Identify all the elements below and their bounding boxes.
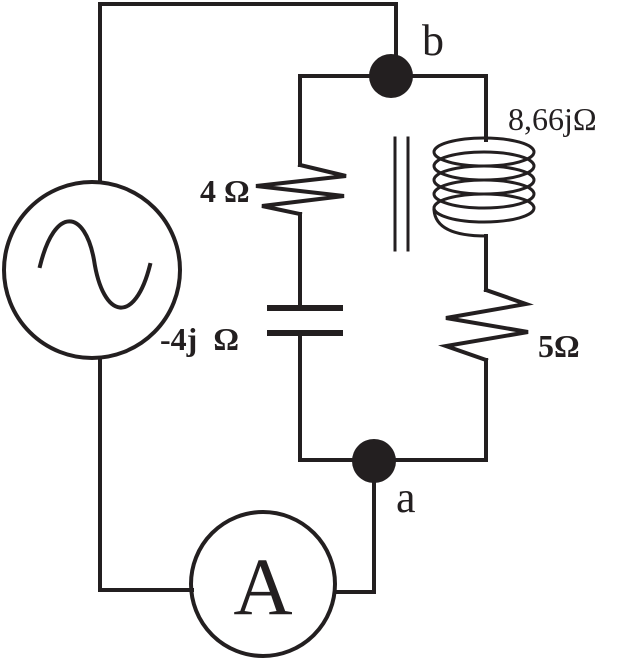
ac-source-circle <box>2 180 182 360</box>
ammeter-circle <box>189 510 337 658</box>
capacitor-label: -4j Ω <box>160 321 239 357</box>
resistor-right <box>438 287 534 363</box>
resistor-left <box>255 162 347 217</box>
resistor-left-label: 4 Ω <box>200 173 250 209</box>
node-b-label: b <box>422 16 444 65</box>
node-a-dot <box>352 439 396 483</box>
sine-wave-icon <box>37 219 153 310</box>
resistor-right-label: 5Ω <box>538 328 580 364</box>
inductor-coil <box>432 136 536 238</box>
ammeter-label: A <box>233 541 292 632</box>
wire-source-to-ammeter <box>98 358 194 592</box>
node-a-label: a <box>396 473 416 522</box>
wire-ammeter-to-node-a <box>334 461 376 594</box>
node-b-dot <box>369 54 413 98</box>
wire-left-branch-lower <box>298 333 488 462</box>
wire-top-outer <box>98 2 398 184</box>
inductor-label: 8,66jΩ <box>508 101 597 137</box>
